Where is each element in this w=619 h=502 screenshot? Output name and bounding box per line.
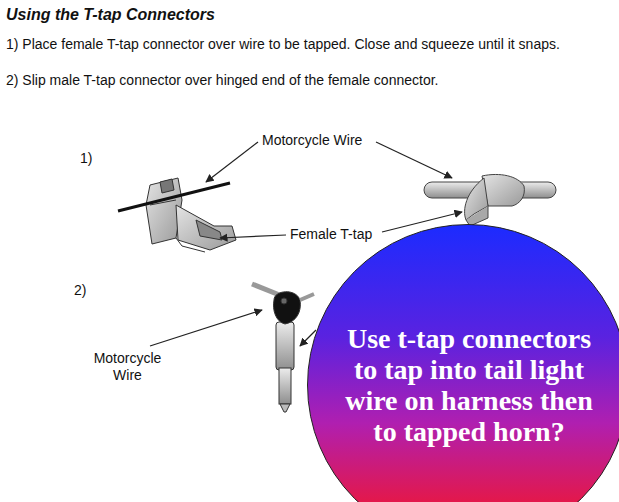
part-label: Motorcycle Wire <box>80 350 175 384</box>
callout-circle: Use t-tap connectors to tap into tail li… <box>307 224 619 502</box>
callout-text: Use t-tap connectors to tap into tail li… <box>342 323 596 447</box>
step-number: 1) <box>80 150 92 167</box>
female-t-tap-open <box>146 178 236 252</box>
part-label: Female T-tap <box>290 226 372 243</box>
female-t-tap-closed <box>424 174 556 226</box>
instruction-step: 1) Place female T-tap connector over wir… <box>6 36 606 53</box>
instruction-step: 2) Slip male T-tap connector over hinged… <box>6 72 606 89</box>
step-number: 2) <box>74 282 86 299</box>
title: Using the T-tap Connectors <box>6 6 215 23</box>
part-label: Motorcycle Wire <box>262 132 362 149</box>
motorcycle-wire <box>118 183 230 211</box>
male-t-tap <box>252 284 314 412</box>
